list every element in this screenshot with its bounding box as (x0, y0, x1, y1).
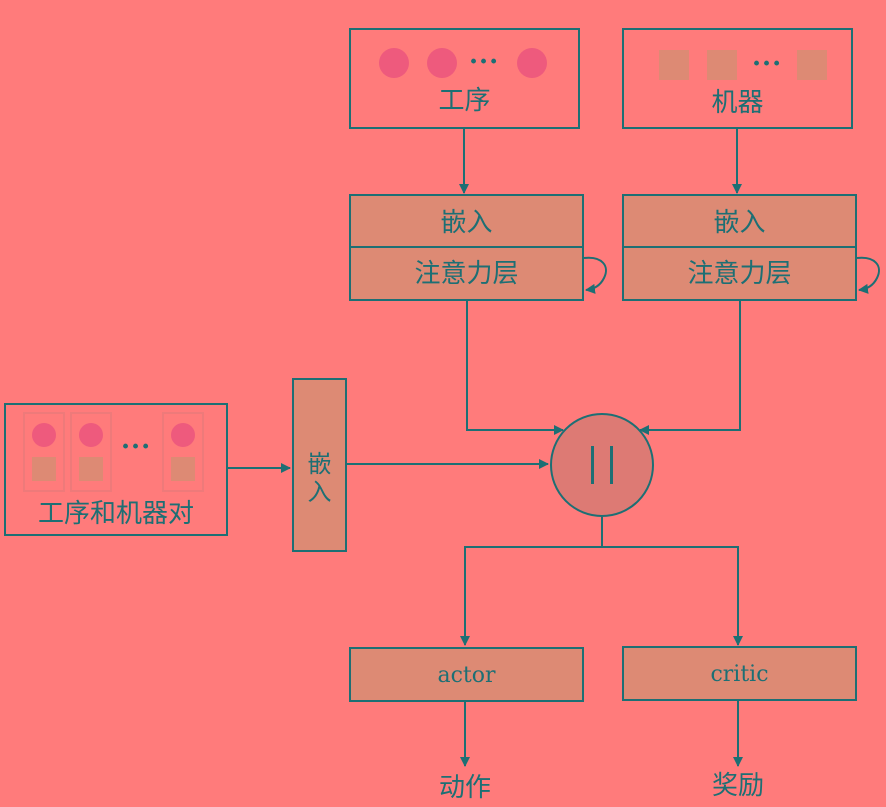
process-embed-box: 嵌入 (349, 194, 584, 248)
pair-ellipsis: ··· (121, 432, 152, 462)
process-input-box: ··· 工序 (349, 28, 580, 129)
actor-box: actor (349, 647, 584, 702)
critic-label: critic (710, 662, 769, 687)
machine-embed-box: 嵌入 (622, 194, 857, 248)
wire-concat-split (460, 517, 603, 646)
arrow-machine-attention-to-concat (639, 300, 741, 435)
pair-process-circle-icon (32, 423, 56, 447)
critic-box: critic (622, 646, 857, 701)
concat-icon-bar-left (591, 446, 594, 484)
process-token-circle-icon (517, 48, 547, 78)
wire-concat-to-critic (602, 546, 743, 646)
pair-machine-square-icon (79, 457, 103, 481)
pair-cell (162, 412, 204, 492)
concat-icon-bar-right (610, 446, 613, 484)
self-loop-process-attention (583, 256, 607, 294)
pair-machine-square-icon (32, 457, 56, 481)
pair-cell (23, 412, 65, 492)
actor-label: actor (437, 663, 496, 688)
pair-cell (70, 412, 112, 492)
process-token-circle-icon (427, 48, 457, 78)
machine-token-square-icon (659, 50, 689, 80)
machine-input-box: ··· 机器 (622, 28, 853, 129)
pair-embed-label-bottom: 入 (307, 478, 332, 506)
machine-ellipsis: ··· (752, 49, 783, 79)
process-token-circle-icon (379, 48, 409, 78)
self-loop-machine-attention (856, 256, 880, 294)
machine-attention-box: 注意力层 (622, 246, 857, 301)
machine-label: 机器 (711, 88, 764, 118)
reward-output-label: 奖励 (711, 771, 764, 801)
pair-label: 工序和机器对 (37, 499, 194, 529)
machine-embed-label: 嵌入 (713, 208, 766, 238)
concat-node (550, 413, 654, 517)
pair-machine-square-icon (171, 457, 195, 481)
process-label: 工序 (438, 86, 491, 116)
pair-embed-label-top: 嵌 (307, 450, 332, 478)
machine-token-square-icon (797, 50, 827, 80)
machine-attention-label: 注意力层 (687, 259, 792, 289)
process-attention-box: 注意力层 (349, 246, 584, 301)
pair-input-box: ··· 工序和机器对 (4, 403, 228, 536)
machine-token-square-icon (707, 50, 737, 80)
process-embed-label: 嵌入 (440, 208, 493, 238)
pair-process-circle-icon (79, 423, 103, 447)
process-ellipsis: ··· (469, 47, 500, 77)
pair-process-circle-icon (171, 423, 195, 447)
pair-embed-box: 嵌 入 (292, 378, 347, 552)
action-output-label: 动作 (438, 773, 491, 803)
process-attention-label: 注意力层 (414, 259, 519, 289)
arrow-process-attention-to-concat (466, 300, 564, 435)
